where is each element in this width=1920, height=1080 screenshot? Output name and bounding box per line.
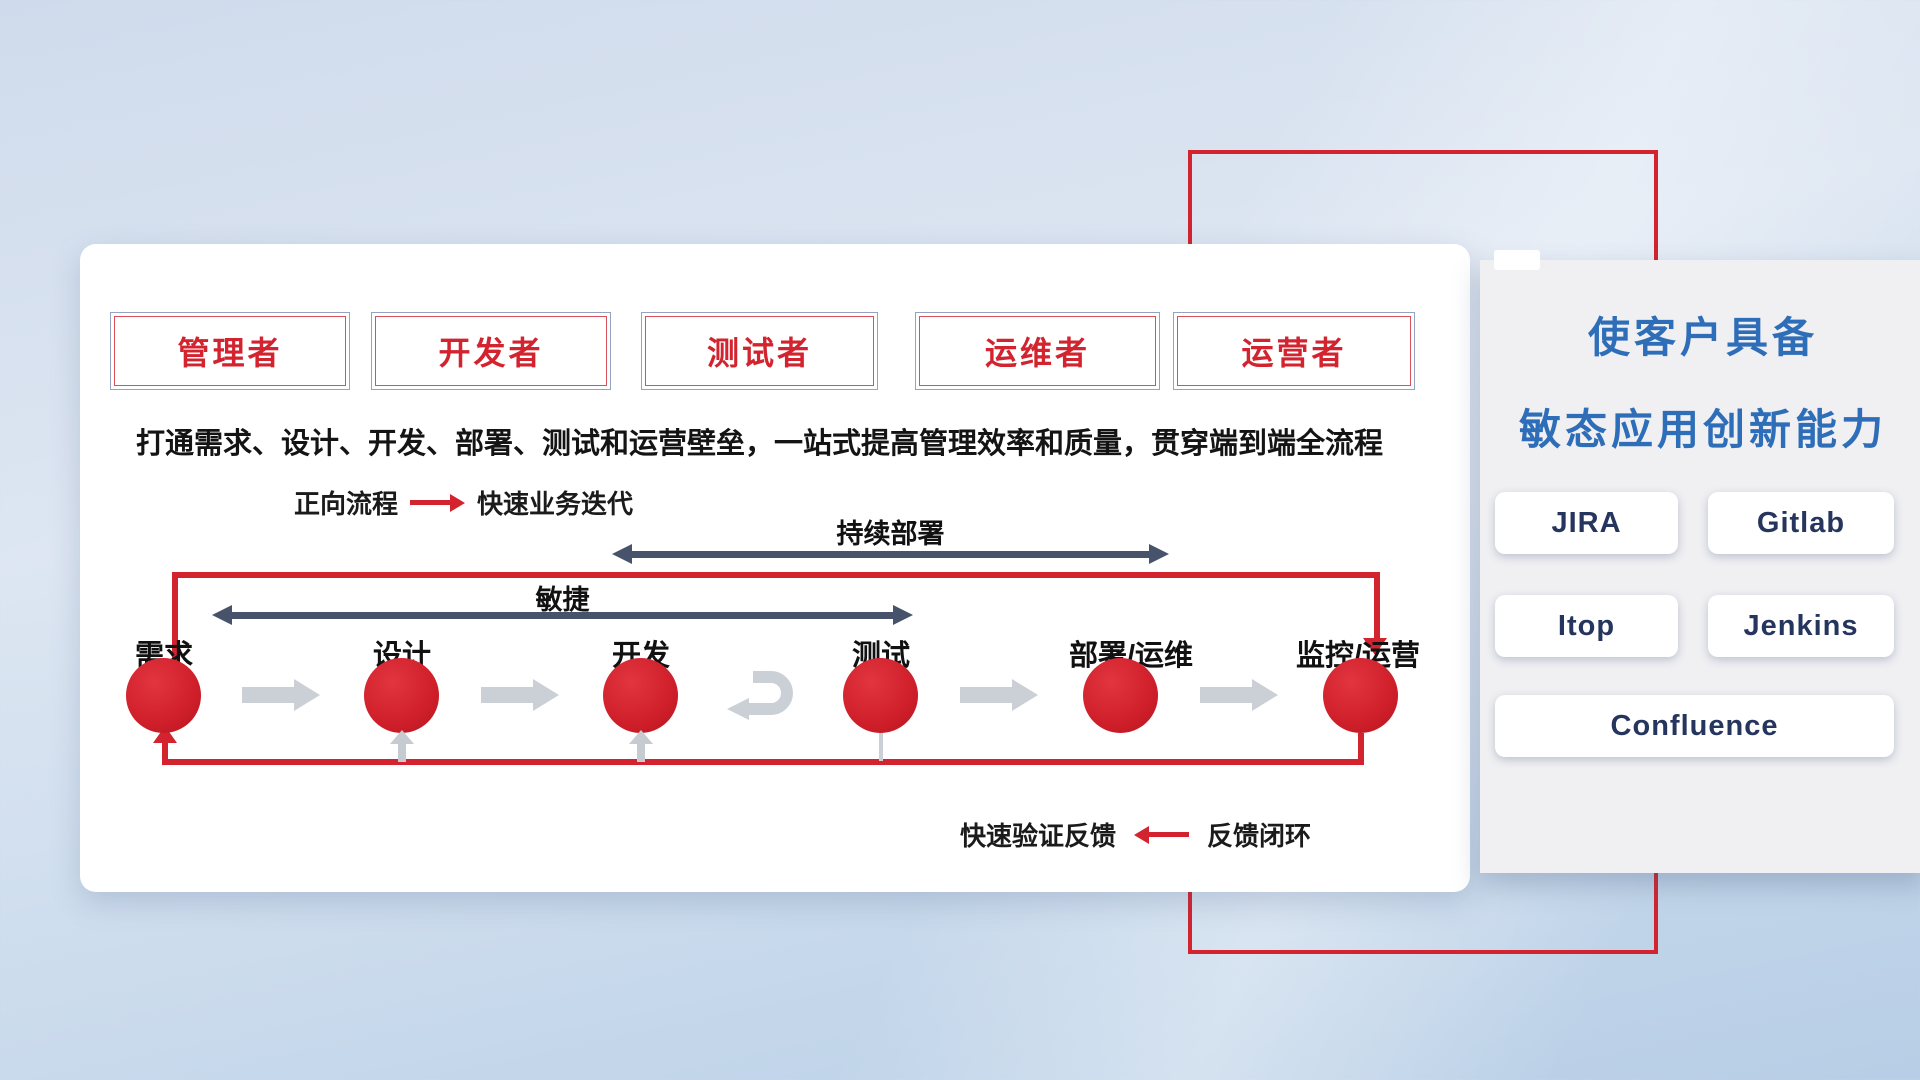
headline-text: 打通需求、设计、开发、部署、测试和运营壁垒，一站式提高管理效率和质量，贯穿端到端… <box>136 428 1384 460</box>
tool-chip-gitlab: Gitlab <box>1708 492 1894 554</box>
arrowhead-left-icon <box>612 544 632 564</box>
arrowhead-left-icon <box>212 605 232 625</box>
tool-chip-confluence: Confluence <box>1495 695 1894 757</box>
stage-arrow-icon <box>1200 679 1278 711</box>
arrowhead-right-icon <box>893 605 913 625</box>
role-label: 管理者 <box>177 335 283 371</box>
stage-arrow-icon <box>960 679 1038 711</box>
role-box-operator: 运营者 <box>1173 312 1415 390</box>
forward-loop-top-segment <box>172 572 1380 578</box>
iteration-loop-icon <box>727 671 793 720</box>
red-right-arrow-icon <box>410 493 466 512</box>
agile-label: 敏捷 <box>535 585 590 615</box>
side-panel-title-line2: 敏态应用创新能力 <box>1518 406 1887 453</box>
stage-circle <box>1083 658 1158 733</box>
agile-arrow <box>230 612 895 619</box>
role-box-ops: 运维者 <box>915 312 1160 390</box>
forward-legend-label: 正向流程 <box>294 489 399 519</box>
stage-circle <box>1323 658 1398 733</box>
mini-feedback-arrow <box>398 744 406 762</box>
side-panel-tab <box>1494 250 1540 270</box>
role-label: 运营者 <box>1241 335 1347 371</box>
test-feedback-connector <box>879 733 883 761</box>
tool-chip-itop: Itop <box>1495 595 1678 657</box>
feedback-legend: 快速验证反馈 反馈闭环 <box>960 816 1311 853</box>
stage-arrow-icon <box>481 679 559 711</box>
mini-feedback-arrowhead-icon <box>390 730 414 744</box>
tool-chip-jenkins: Jenkins <box>1708 595 1894 657</box>
tool-chip-jira: JIRA <box>1495 492 1678 554</box>
continuous-deployment-arrow <box>630 551 1151 558</box>
stage-circle <box>126 658 201 733</box>
continuous-deployment-label: 持续部署 <box>836 519 945 549</box>
forward-loop-right-segment <box>1374 572 1380 638</box>
side-panel-title-line1: 使客户具备 <box>1587 314 1818 361</box>
role-label: 测试者 <box>706 335 812 371</box>
stage-arrow-icon <box>242 679 320 711</box>
role-box-manager: 管理者 <box>110 312 350 390</box>
arrowhead-right-icon <box>1149 544 1169 564</box>
role-box-developer: 开发者 <box>371 312 611 390</box>
stage-circle <box>603 658 678 733</box>
feedback-legend-label: 反馈闭环 <box>1207 821 1312 851</box>
stage-circle <box>364 658 439 733</box>
forward-flow-legend: 正向流程 快速业务迭代 <box>294 484 633 521</box>
stage-circle <box>843 658 918 733</box>
feedback-loop-bottom-segment <box>162 759 1364 765</box>
red-left-arrow-icon <box>1134 825 1190 844</box>
forward-loop-down-arrowhead-icon <box>1363 638 1387 655</box>
feedback-legend-desc: 快速验证反馈 <box>960 821 1117 851</box>
role-label: 开发者 <box>438 335 544 371</box>
feedback-loop-right-segment <box>1358 733 1364 765</box>
role-box-tester: 测试者 <box>641 312 878 390</box>
role-label: 运维者 <box>984 335 1090 371</box>
feedback-loop-left-segment <box>162 743 168 763</box>
mini-feedback-arrowhead-icon <box>629 730 653 744</box>
capability-side-panel: 使客户具备 敏态应用创新能力 JIRA Gitlab Itop Jenkins … <box>1480 260 1920 873</box>
mini-feedback-arrow <box>637 744 645 762</box>
forward-legend-desc: 快速业务迭代 <box>477 489 634 519</box>
devops-flow-panel: 管理者 开发者 测试者 运维者 运营者 打通需求、设计、开发、部署、测试和运营壁… <box>80 244 1470 892</box>
forward-loop-left-segment <box>172 572 178 664</box>
